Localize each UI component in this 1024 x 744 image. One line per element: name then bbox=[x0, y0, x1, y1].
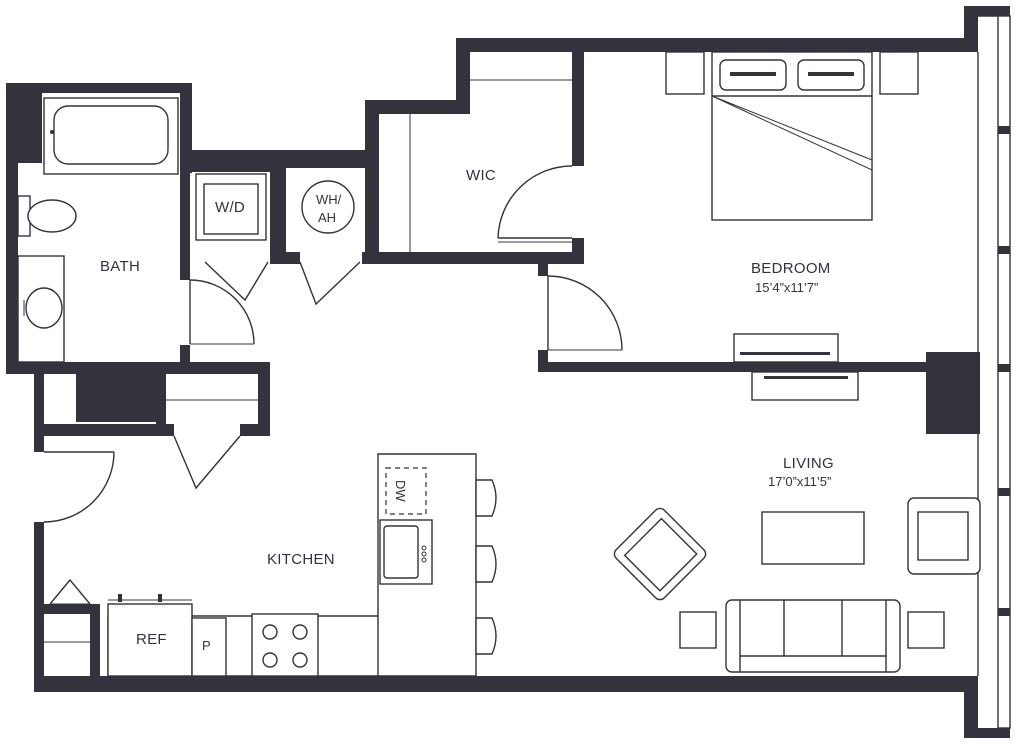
label-wh-2: AH bbox=[318, 210, 336, 225]
bar-stool bbox=[475, 617, 497, 655]
bar-stool bbox=[475, 545, 497, 583]
label-bath: BATH bbox=[100, 258, 140, 275]
nightstand-left bbox=[665, 51, 705, 95]
label-living: LIVING bbox=[783, 455, 834, 472]
side-table-right bbox=[907, 611, 945, 649]
toilet bbox=[27, 199, 77, 233]
bar-stool bbox=[475, 479, 497, 517]
bedroom-furniture bbox=[665, 51, 919, 363]
kitchen-fixtures bbox=[44, 399, 497, 677]
label-wic: WIC bbox=[466, 167, 496, 184]
bath-fixtures bbox=[17, 97, 179, 363]
pantry bbox=[191, 617, 227, 677]
living-furniture bbox=[613, 371, 981, 673]
sink bbox=[25, 287, 63, 329]
doors bbox=[43, 165, 623, 605]
label-ref: REF bbox=[136, 631, 167, 648]
label-living-dim: 17’0”x11’5” bbox=[768, 474, 831, 489]
walls bbox=[6, 6, 1011, 738]
range bbox=[251, 613, 319, 677]
label-bedroom: BEDROOM bbox=[751, 260, 831, 277]
label-wd: W/D bbox=[215, 199, 245, 216]
dresser bbox=[733, 333, 839, 363]
side-table-left bbox=[679, 611, 717, 649]
sofa bbox=[725, 599, 901, 673]
room-labels: BATH W/D WH/ AH WIC BEDROOM 15’4”x11’7” … bbox=[100, 167, 834, 653]
label-bedroom-dim: 15’4”x11’7” bbox=[755, 280, 818, 295]
nightstand-right bbox=[879, 51, 919, 95]
label-wh-1: WH/ bbox=[316, 192, 342, 207]
coffee-table bbox=[761, 511, 865, 565]
utility bbox=[195, 79, 572, 252]
label-pantry: P bbox=[202, 638, 211, 653]
water-heater bbox=[301, 180, 355, 234]
dishwasher bbox=[385, 467, 427, 515]
label-kitchen: KITCHEN bbox=[267, 551, 335, 568]
label-dw: DW bbox=[393, 480, 408, 502]
